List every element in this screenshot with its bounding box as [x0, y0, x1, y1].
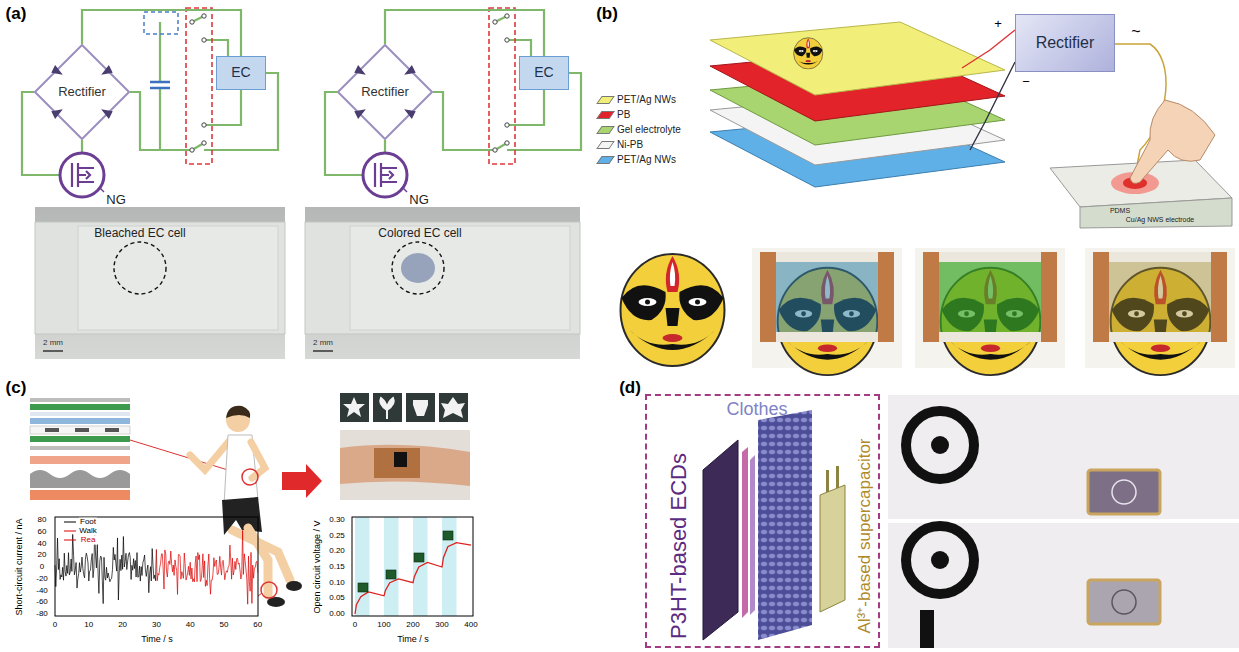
label: (c)	[6, 379, 27, 398]
legend-text: Ni-PB	[617, 139, 643, 150]
current-trace	[55, 530, 156, 604]
label: (d)	[619, 379, 641, 398]
label: 200	[406, 621, 419, 630]
rectifier-box: Rectifier	[1015, 14, 1115, 72]
label: Time / s	[397, 635, 429, 645]
label: 0.20	[329, 547, 345, 556]
label: Rea	[80, 536, 97, 545]
legend-swatch	[596, 141, 615, 149]
ec-cell-box: EC	[519, 56, 569, 90]
label: 40	[38, 539, 47, 548]
label: (a)	[6, 5, 27, 24]
label: NG	[106, 193, 126, 207]
label: NG	[409, 193, 429, 207]
legend-swatch	[596, 111, 615, 119]
label: 30	[152, 621, 161, 630]
label: ~	[1131, 23, 1140, 41]
node-label: Rectifier	[58, 85, 106, 99]
legend-text: PET/Ag NWs	[617, 94, 676, 105]
ec-cell-box: EC	[216, 56, 266, 90]
label: Open circuit voltage / V	[313, 520, 323, 613]
label: -60	[36, 598, 48, 607]
node-label: EC	[231, 65, 250, 80]
label: Short-circuit current / nA	[15, 518, 25, 615]
label: Foot	[79, 518, 97, 527]
label: Cu/Ag NWS electrode	[1126, 216, 1194, 224]
label: -40	[36, 586, 48, 595]
label: 0.15	[329, 563, 345, 572]
node-label: Rectifier	[361, 85, 409, 99]
label: 0.00	[329, 610, 345, 619]
label: -20	[36, 574, 48, 583]
legend-swatch	[596, 126, 615, 134]
label: Time / s	[141, 635, 173, 645]
label: (b)	[596, 5, 618, 24]
label: 40	[186, 621, 195, 630]
label: 2 mm	[313, 339, 333, 348]
label: 0.25	[329, 531, 345, 540]
legend-text: Gel electrolyte	[617, 124, 681, 135]
label: Bleached EC cell	[94, 227, 185, 240]
legend-swatch	[596, 96, 615, 104]
label: 20	[118, 621, 127, 630]
label: 0	[40, 563, 44, 572]
label: 10	[84, 621, 93, 630]
label: 20	[38, 551, 47, 560]
circuit-wire	[385, 10, 544, 56]
label: Colored EC cell	[378, 227, 461, 240]
label: −	[1022, 75, 1030, 89]
legend-text: PET/Ag NWs	[617, 154, 676, 165]
label: 0	[53, 621, 57, 630]
rectifier-bridge: Rectifier	[34, 44, 130, 140]
label: 80	[38, 516, 47, 525]
node-label: P3HT-based ECDs	[667, 453, 691, 639]
node-label: Al³⁺-based supercapacitor	[856, 439, 875, 634]
label: PDMS	[1110, 207, 1130, 215]
node-label: EC	[534, 65, 553, 80]
label: 300	[435, 621, 448, 630]
node-label: Rectifier	[1036, 34, 1095, 52]
label: +	[994, 17, 1002, 31]
label: 50	[220, 621, 229, 630]
label: 400	[464, 621, 477, 630]
legend-text: PB	[617, 109, 630, 120]
voltage-trace	[355, 543, 471, 614]
label: 0.30	[329, 516, 345, 525]
label: -80	[36, 610, 48, 619]
label: 2 mm	[43, 339, 63, 348]
label: 100	[377, 621, 390, 630]
label: Walk	[78, 527, 97, 536]
label: 0	[353, 621, 357, 630]
label: 0.05	[329, 594, 345, 603]
device-schematic-frame: ClothesP3HT-based ECDs Al³⁺-based superca…	[645, 394, 880, 648]
label: 60	[38, 527, 47, 536]
node-label: Clothes	[726, 400, 787, 420]
current-trace	[156, 531, 257, 605]
label: 0.10	[329, 578, 345, 587]
label: 60	[253, 621, 262, 630]
legend-swatch	[596, 156, 615, 164]
circuit-wire	[82, 10, 241, 56]
rectifier-bridge: Rectifier	[337, 44, 433, 140]
